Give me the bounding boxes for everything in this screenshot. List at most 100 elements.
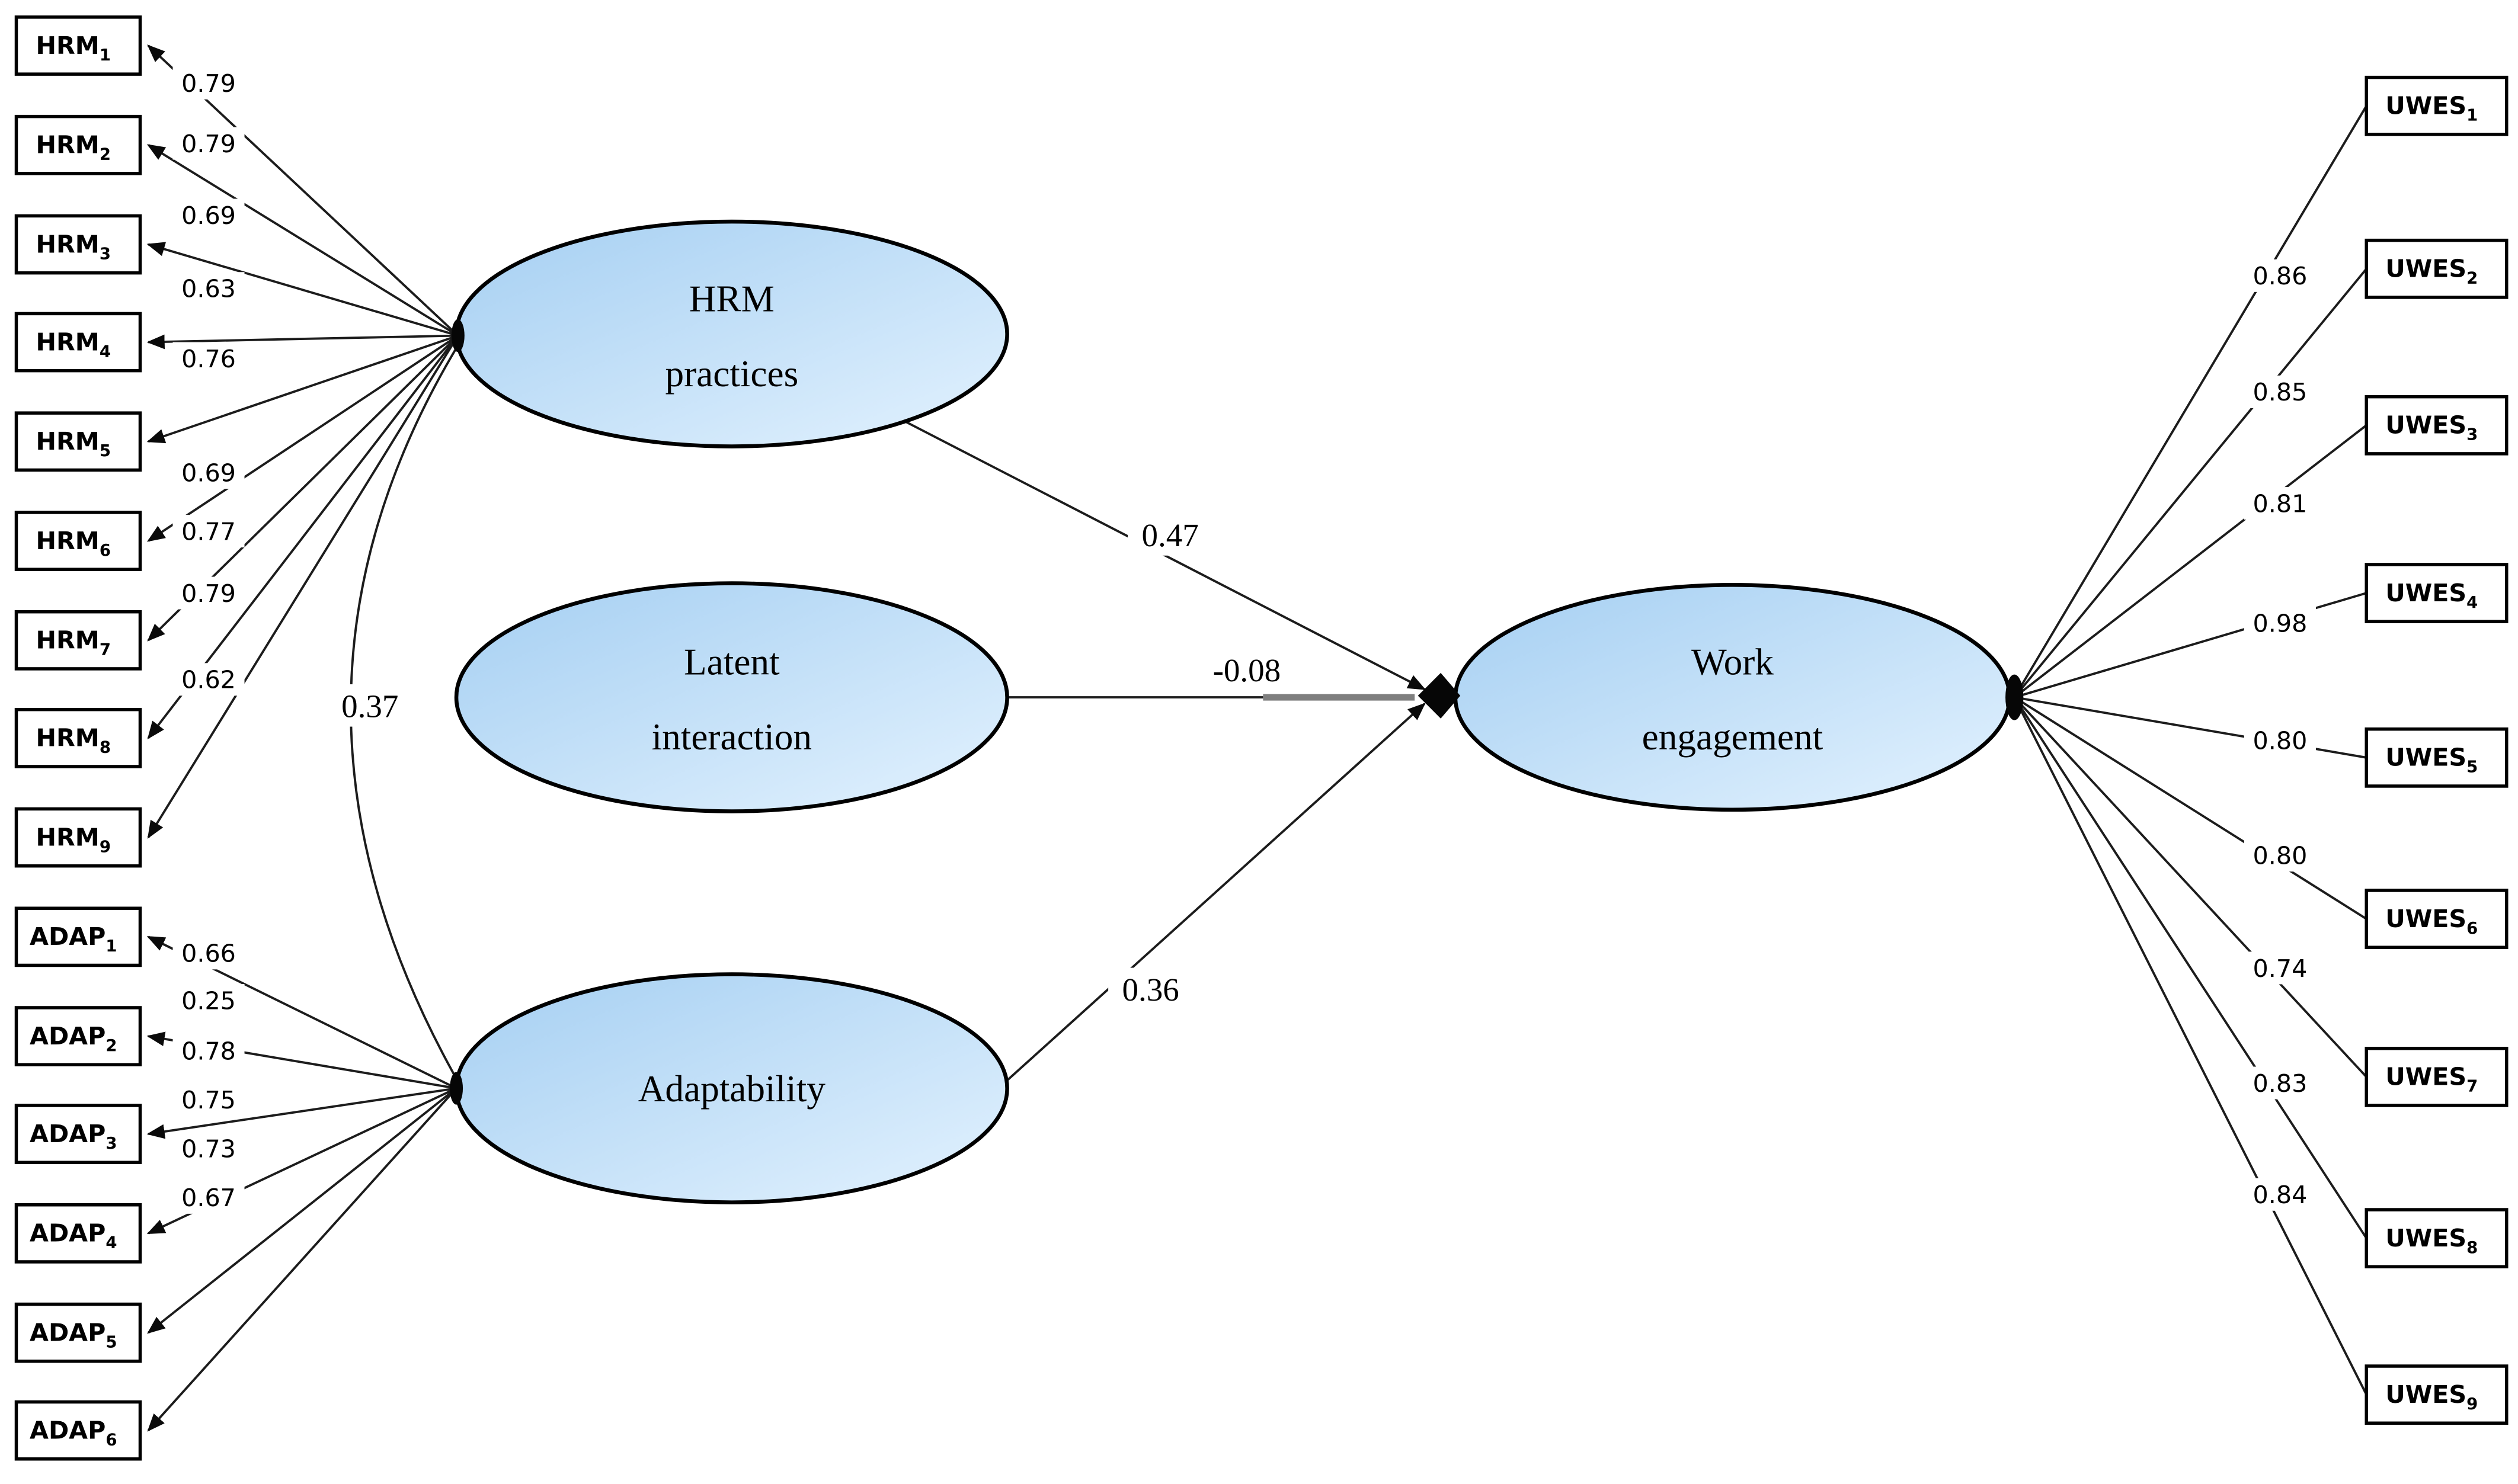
loading-line-adap-3 bbox=[146, 1087, 457, 1139]
indicator-label-adap-5: ADAP5 bbox=[30, 1318, 117, 1351]
indicator-box-hrm-6 bbox=[14, 511, 142, 571]
loading-value-uwes-3: 0.81 bbox=[2253, 489, 2308, 518]
indicator-box-uwes-2 bbox=[2365, 238, 2509, 299]
indicator-name: ADAP bbox=[30, 1022, 105, 1050]
path-coefficient-hrm-practices-bg bbox=[1128, 513, 1213, 556]
indicator-label-uwes-5: UWES5 bbox=[2385, 743, 2478, 777]
indicator-name: UWES bbox=[2385, 579, 2466, 607]
indicator-name: ADAP bbox=[30, 922, 105, 951]
indicator-label-hrm-4: HRM4 bbox=[36, 328, 111, 361]
indicator-box-uwes-9 bbox=[2365, 1364, 2509, 1425]
covariance-value: 0.37 bbox=[341, 688, 398, 725]
indicator-box-adap-6 bbox=[14, 1400, 142, 1461]
loading-line-uwes-7 bbox=[2013, 696, 2367, 1078]
indicator-subscript: 8 bbox=[100, 738, 111, 757]
indicator-subscript: 7 bbox=[100, 640, 111, 659]
loading-line-uwes-1 bbox=[2013, 105, 2367, 698]
latent-label-adaptability: Adaptability bbox=[638, 1068, 826, 1110]
indicator-box-hrm-4 bbox=[14, 312, 142, 373]
indicator-subscript: 5 bbox=[100, 441, 111, 460]
fan-origin-blob-adap bbox=[450, 1072, 463, 1105]
loading-value-hrm-2-bg bbox=[172, 127, 245, 160]
loading-value-hrm-7: 0.77 bbox=[181, 517, 236, 546]
indicator-subscript: 1 bbox=[2466, 106, 2478, 125]
structural-path-adap-to-we bbox=[1004, 703, 1426, 1083]
loading-line-uwes-8 bbox=[2013, 697, 2367, 1239]
loading-line-adap-6 bbox=[147, 1087, 457, 1432]
loading-value-adap-4-bg bbox=[172, 1083, 245, 1116]
indicator-box-hrm-8 bbox=[14, 707, 142, 768]
loading-value-hrm-1-bg bbox=[172, 66, 245, 100]
loading-line-uwes-6 bbox=[2014, 696, 2367, 920]
indicator-label-uwes-8: UWES8 bbox=[2385, 1224, 2478, 1257]
latent-ellipse-hrm-practices bbox=[454, 219, 1009, 448]
indicator-box-uwes-4 bbox=[2365, 563, 2509, 623]
loading-value-uwes-7: 0.74 bbox=[2253, 954, 2308, 983]
latent-label-line1: Adaptability bbox=[638, 1068, 826, 1110]
path-coefficient-latent-interaction: -0.08 bbox=[1213, 652, 1281, 688]
indicator-box-hrm-2 bbox=[14, 114, 142, 175]
indicator-subscript: 5 bbox=[105, 1332, 117, 1351]
indicator-name: HRM bbox=[36, 31, 100, 60]
loading-value-hrm-5-bg bbox=[172, 342, 245, 375]
indicator-box-uwes-5 bbox=[2365, 727, 2509, 788]
indicator-label-hrm-9: HRM9 bbox=[36, 823, 111, 856]
indicator-box-uwes-8 bbox=[2365, 1208, 2509, 1268]
loading-value-uwes-6-bg bbox=[2244, 839, 2316, 872]
indicator-label-adap-1: ADAP1 bbox=[30, 922, 117, 956]
path-coefficient-hrm-practices: 0.47 bbox=[1141, 517, 1198, 553]
loading-value-adap-5: 0.73 bbox=[181, 1135, 236, 1164]
indicator-name: UWES bbox=[2385, 411, 2466, 440]
indicator-subscript: 6 bbox=[105, 1430, 117, 1449]
indicator-box-adap-5 bbox=[14, 1302, 142, 1363]
indicator-box-adap-1 bbox=[14, 906, 142, 967]
indicator-subscript: 3 bbox=[105, 1134, 117, 1153]
loading-value-hrm-3: 0.69 bbox=[181, 201, 236, 230]
loading-value-hrm-4-bg bbox=[172, 272, 245, 305]
loading-value-adap-6: 0.67 bbox=[181, 1184, 236, 1212]
indicator-name: ADAP bbox=[30, 1120, 105, 1148]
indicator-box-uwes-7 bbox=[2365, 1046, 2509, 1107]
indicator-box-hrm-5 bbox=[14, 411, 142, 472]
loading-value-adap-5-bg bbox=[172, 1132, 245, 1165]
indicator-name: HRM bbox=[36, 230, 100, 258]
loading-value-hrm-3-bg bbox=[172, 198, 245, 232]
indicator-subscript: 6 bbox=[100, 541, 111, 560]
latent-label-line1: Work bbox=[1691, 642, 1774, 683]
loading-value-uwes-9: 0.84 bbox=[2253, 1181, 2308, 1209]
indicator-label-hrm-5: HRM5 bbox=[36, 427, 111, 460]
indicator-label-adap-6: ADAP6 bbox=[30, 1416, 117, 1449]
loading-value-adap-6-bg bbox=[172, 1181, 245, 1214]
latent-ellipse-latent-interaction bbox=[454, 581, 1009, 813]
indicator-box-adap-4 bbox=[14, 1203, 142, 1264]
loading-line-hrm-3 bbox=[146, 242, 459, 337]
loading-value-uwes-4: 0.98 bbox=[2253, 609, 2308, 637]
indicator-subscript: 2 bbox=[100, 145, 111, 164]
loading-value-uwes-8: 0.83 bbox=[2253, 1069, 2308, 1098]
indicator-subscript: 1 bbox=[105, 937, 117, 956]
indicator-name: UWES bbox=[2385, 92, 2466, 120]
indicator-box-adap-2 bbox=[14, 1006, 142, 1066]
loading-value-uwes-8-bg bbox=[2244, 1066, 2316, 1100]
loading-value-adap-1-bg bbox=[172, 937, 245, 970]
indicator-box-hrm-7 bbox=[14, 610, 142, 671]
indicator-name: UWES bbox=[2385, 1380, 2466, 1409]
covariance-value-bg bbox=[327, 684, 412, 727]
latent-ellipse-work-engagement bbox=[1453, 583, 2012, 812]
indicator-subscript: 7 bbox=[2466, 1077, 2478, 1096]
indicator-subscript: 9 bbox=[100, 837, 111, 856]
loading-value-adap-2: 0.25 bbox=[181, 986, 236, 1015]
loading-value-adap-3: 0.78 bbox=[181, 1037, 236, 1066]
indicator-label-uwes-2: UWES2 bbox=[2385, 255, 2478, 288]
loading-value-uwes-5-bg bbox=[2244, 724, 2316, 757]
indicator-subscript: 4 bbox=[100, 342, 111, 361]
loading-value-hrm-6: 0.69 bbox=[181, 459, 236, 487]
indicator-name: ADAP bbox=[30, 1416, 105, 1444]
indicator-name: UWES bbox=[2385, 255, 2466, 283]
indicator-name: UWES bbox=[2385, 1063, 2466, 1091]
indicator-label-uwes-9: UWES9 bbox=[2385, 1380, 2478, 1414]
loading-value-hrm-9-bg bbox=[172, 663, 245, 696]
